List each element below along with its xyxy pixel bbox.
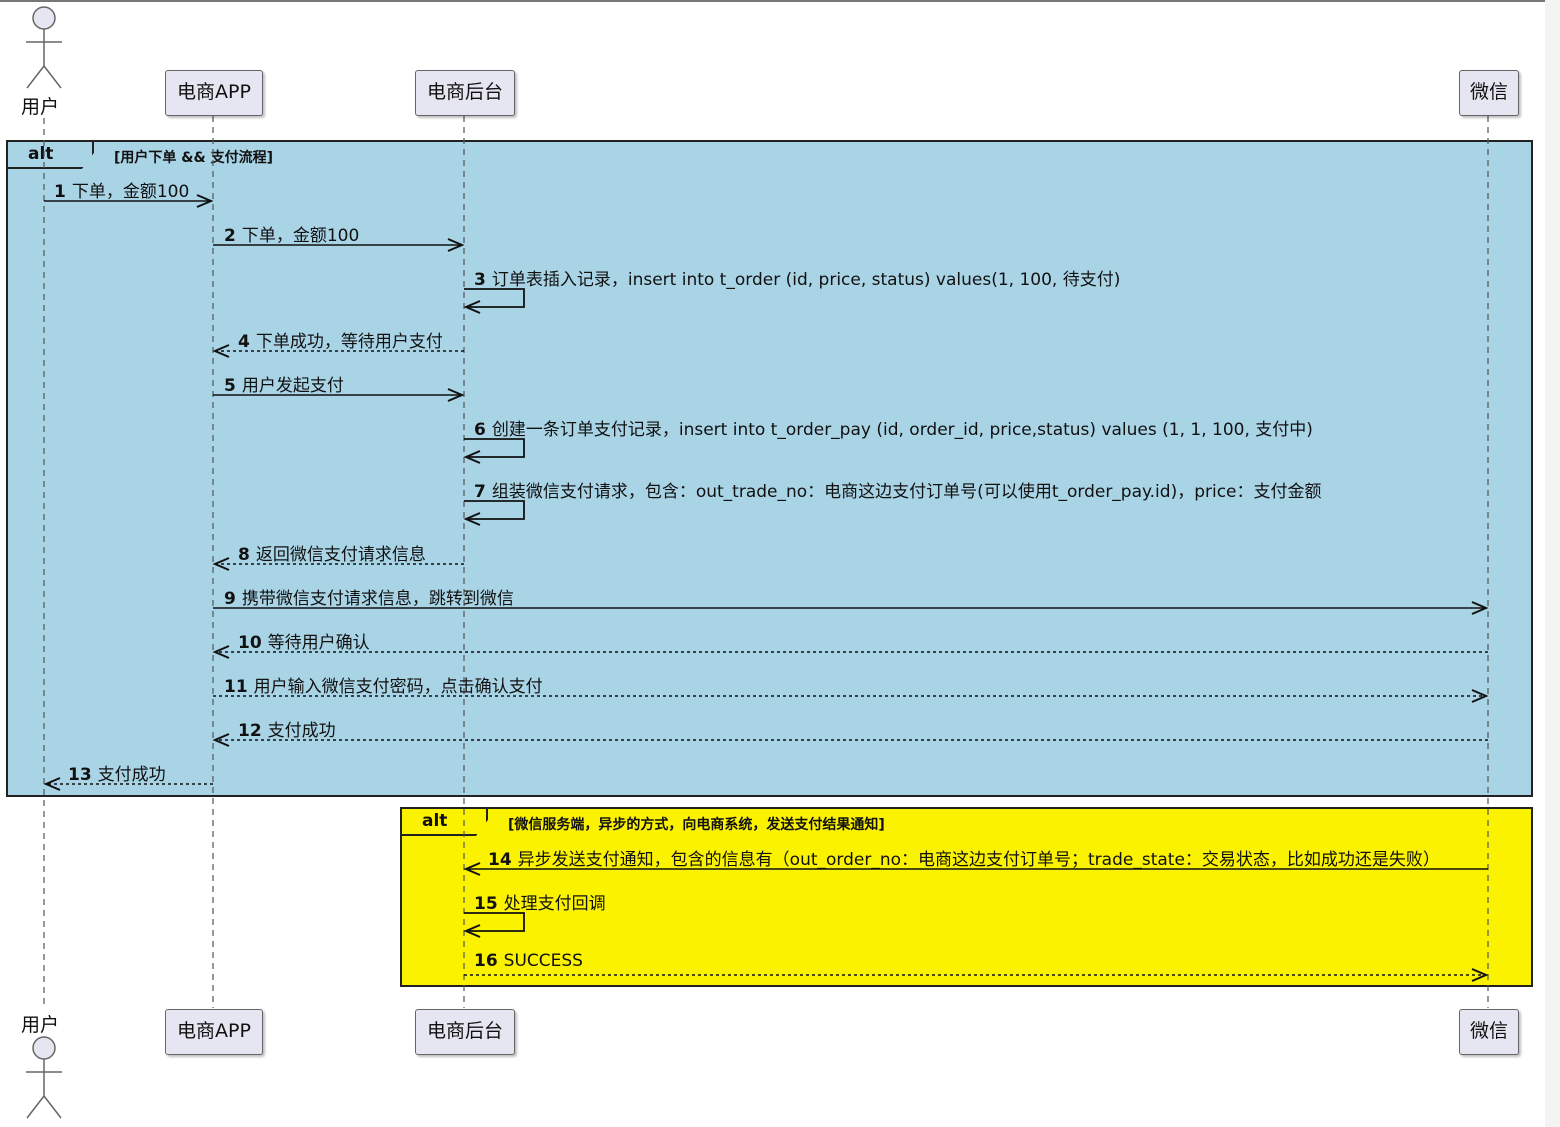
message-arrow-15-head [463, 924, 481, 938]
actor-user-top-head [32, 6, 56, 30]
message-arrow-3-head [463, 300, 481, 314]
message-arrow-8-head [212, 557, 230, 571]
message-arrow-1-head [196, 194, 214, 208]
actor-user-bottom-leg-right [43, 1095, 62, 1119]
top-border [0, 0, 1545, 2]
participant-wechat-top[interactable]: 微信 [1459, 70, 1519, 116]
alt-fragment-order-payment: alt [用户下单 && 支付流程] [6, 140, 1533, 797]
participant-app-top[interactable]: 电商APP [165, 70, 263, 116]
message-arrow-5-head [447, 388, 465, 402]
participant-backend-top[interactable]: 电商后台 [415, 70, 515, 116]
actor-user-top-leg-left [26, 65, 45, 89]
message-arrow-16-head [1471, 968, 1489, 982]
message-arrow-11-head [1471, 689, 1489, 703]
participant-app-bottom[interactable]: 电商APP [165, 1009, 263, 1055]
right-scroll-strip [1545, 0, 1560, 1127]
actor-user-top-leg-right [43, 65, 62, 89]
message-arrow-7-head [463, 512, 481, 526]
message-arrow-15 [464, 912, 525, 932]
alt-condition: [微信服务端，异步的方式，向电商系统，发送支付结果通知] [508, 817, 885, 833]
actor-user-bottom-head [32, 1036, 56, 1060]
message-arrow-14-head [463, 862, 481, 876]
message-arrow-3 [464, 288, 525, 308]
message-arrow-10-head [212, 645, 230, 659]
message-arrow-9-head [1471, 601, 1489, 615]
message-arrow-4-head [212, 344, 230, 358]
actor-user-bottom-leg-left [26, 1095, 45, 1119]
participant-wechat-bottom[interactable]: 微信 [1459, 1009, 1519, 1055]
alt-fragment-async-notify: alt [微信服务端，异步的方式，向电商系统，发送支付结果通知] [400, 807, 1533, 987]
message-arrow-6-head [463, 450, 481, 464]
alt-condition: [用户下单 && 支付流程] [114, 150, 273, 166]
message-arrow-13-head [43, 777, 61, 791]
message-arrow-6 [464, 438, 525, 458]
message-arrow-12-head [212, 733, 230, 747]
actor-user-label-top: 用户 [21, 96, 60, 118]
actor-user-label-bottom: 用户 [21, 1014, 60, 1036]
message-arrow-7 [464, 500, 525, 520]
message-arrow-2-head [447, 238, 465, 252]
participant-backend-bottom[interactable]: 电商后台 [415, 1009, 515, 1055]
